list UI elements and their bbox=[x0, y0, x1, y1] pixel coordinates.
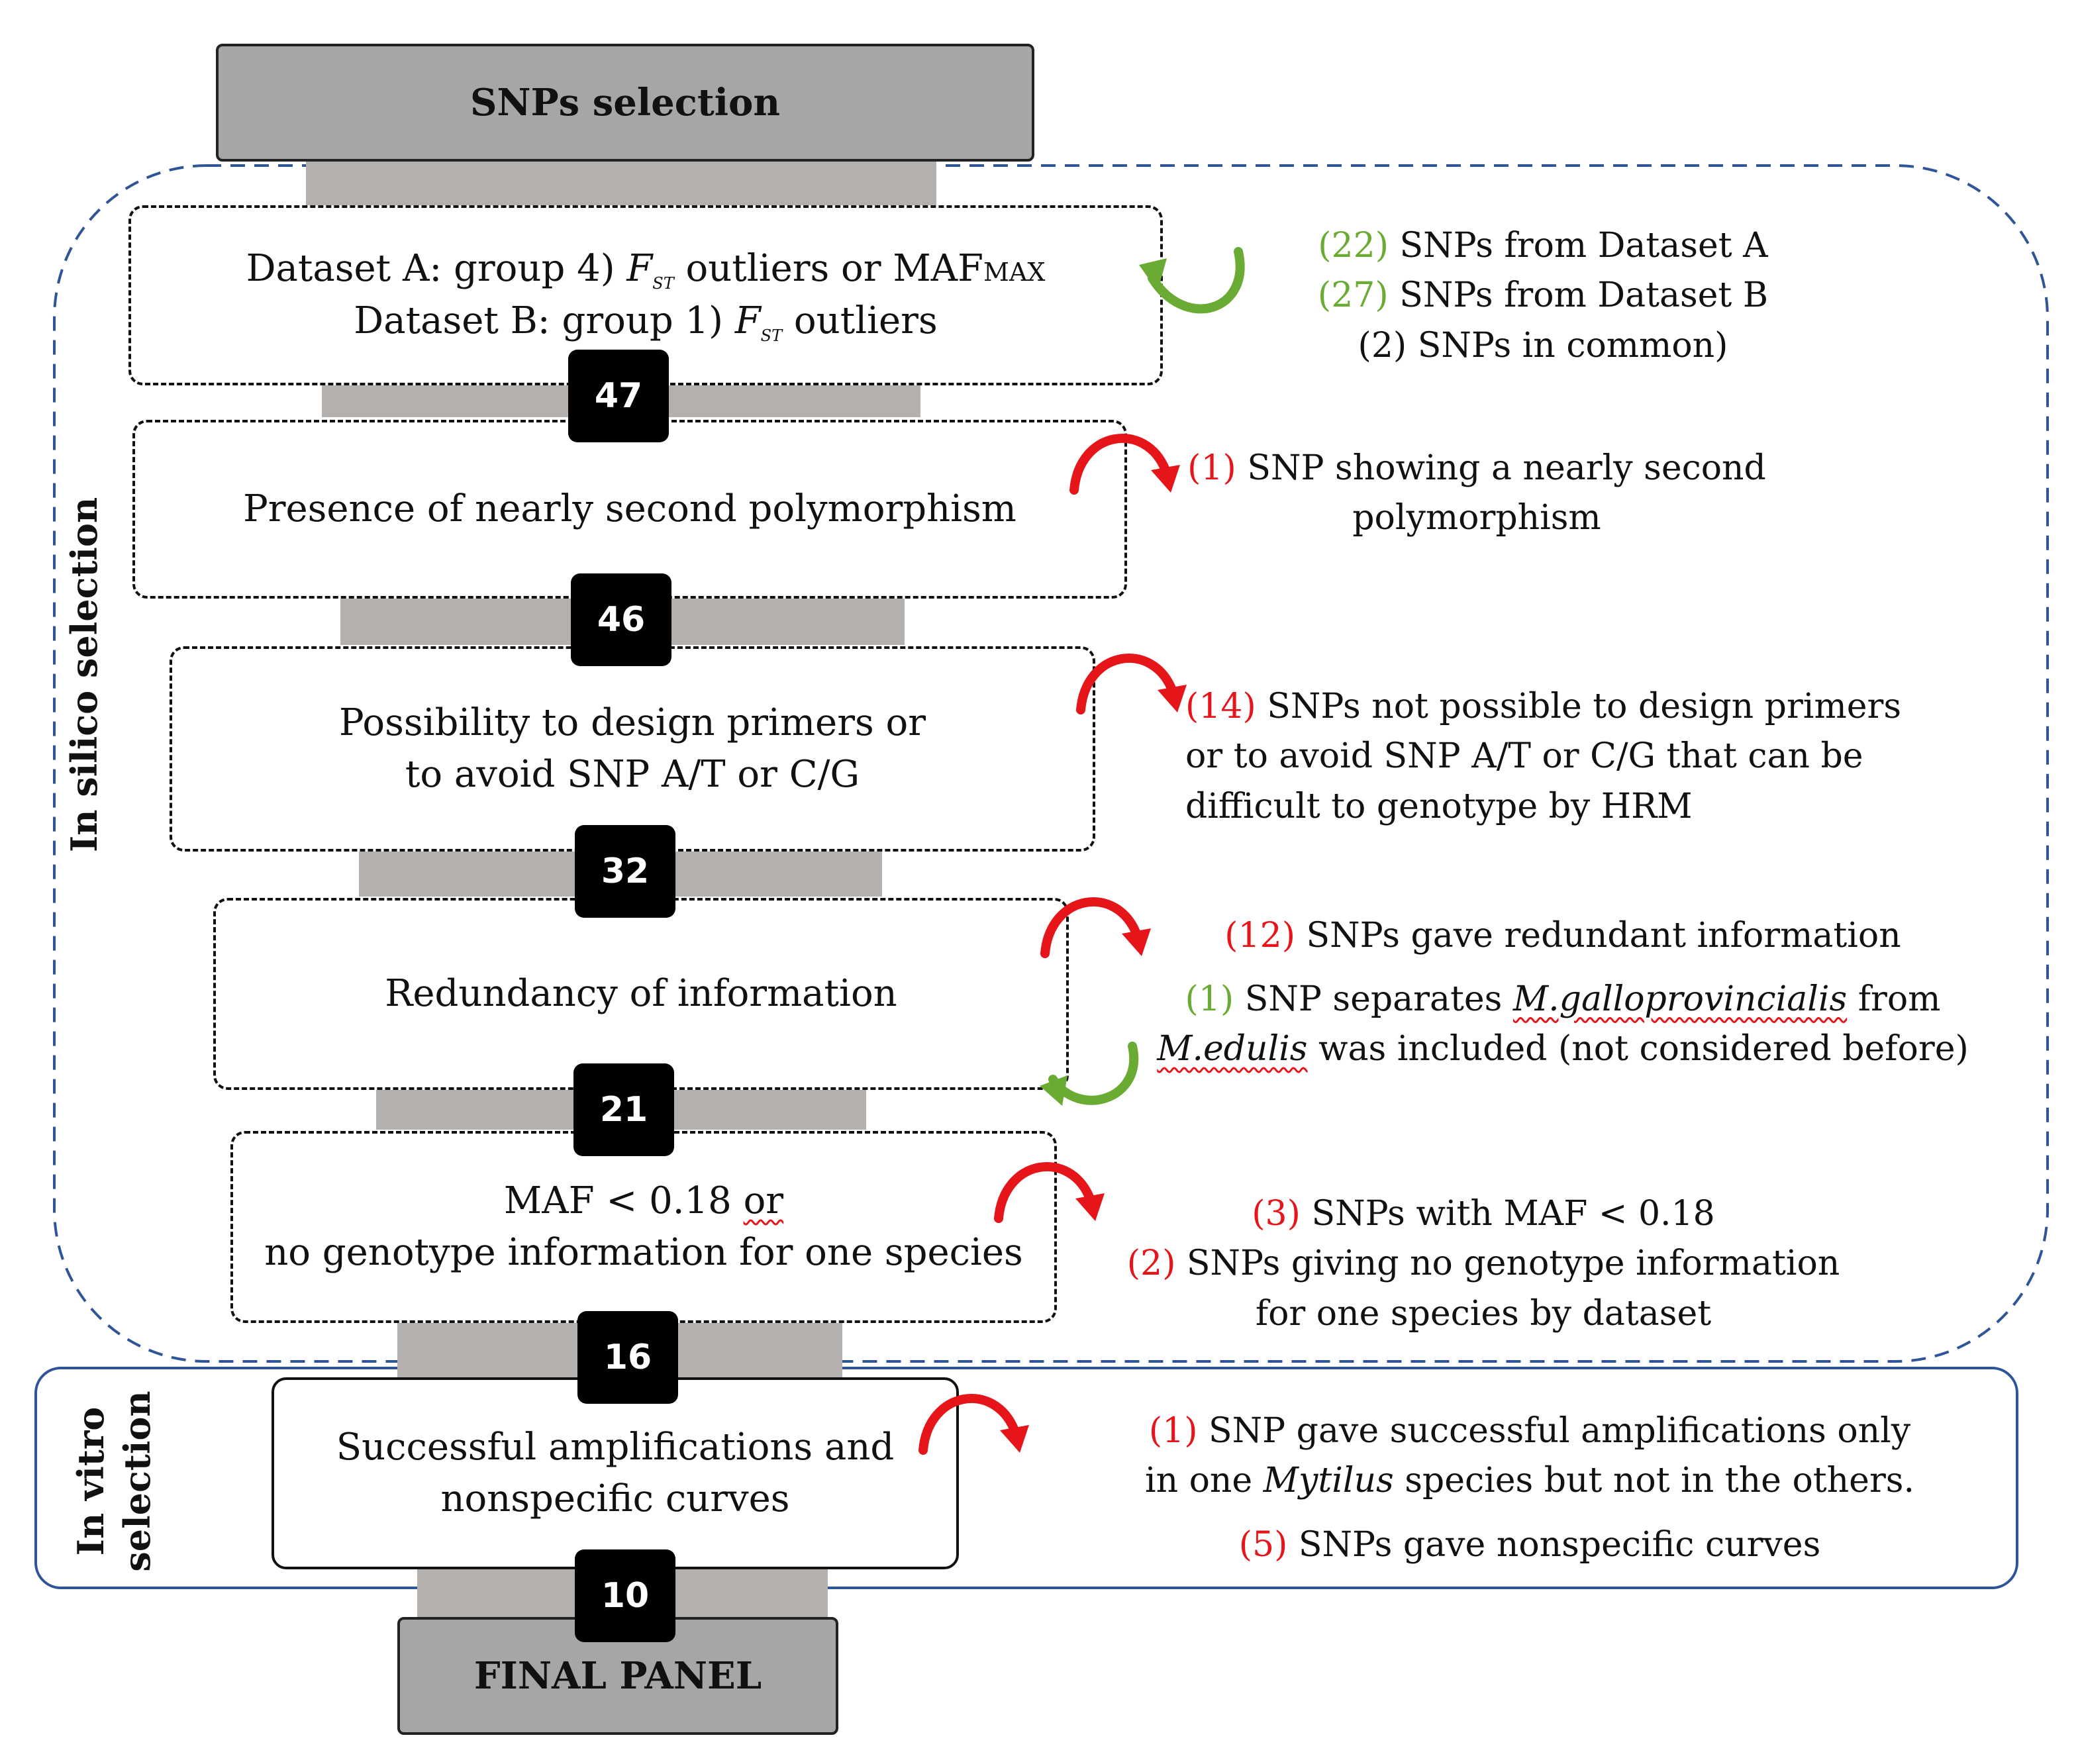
count-badge: 10 bbox=[575, 1549, 675, 1642]
note-step3: (14) SNPs not possible to design primers… bbox=[1185, 687, 1902, 826]
step-redundancy: Redundancy of information bbox=[213, 898, 1069, 1090]
final-panel-text: FINAL PANEL bbox=[473, 1654, 762, 1698]
title-box: SNPs selection bbox=[216, 44, 1034, 162]
count-badge: 21 bbox=[573, 1063, 674, 1156]
note-step6-nonspecific: (5) SNPs gave nonspecific curves bbox=[1238, 1525, 1821, 1565]
step-in-vitro: Successful amplifications and nonspecifi… bbox=[272, 1377, 959, 1569]
funnel-connector bbox=[306, 162, 936, 207]
green-add-arrow-icon bbox=[1139, 247, 1245, 314]
in-vitro-label: In vitro selection bbox=[70, 1391, 158, 1572]
note-step6: (1) SNP gave successful amplifications o… bbox=[1144, 1411, 1915, 1501]
step-second-polymorphism: Presence of nearly second polymorphism bbox=[132, 420, 1127, 599]
green-add-arrow-icon bbox=[1040, 1042, 1139, 1106]
note-step2: (1) SNP showing a nearly second polymorp… bbox=[1187, 448, 1766, 538]
red-remove-arrow-icon bbox=[1076, 654, 1187, 714]
step-maf-filter: MAF < 0.18 or no genotype information fo… bbox=[230, 1131, 1057, 1323]
red-remove-arrow-icon bbox=[918, 1394, 1029, 1455]
step-primer-design: Possibility to design primers or to avoi… bbox=[170, 646, 1095, 852]
in-silico-label: In silico selection bbox=[63, 497, 105, 852]
in-vitro-region bbox=[34, 1367, 2018, 1589]
note-step1: (22) SNPs from Dataset A (27) SNPs from … bbox=[1317, 226, 1769, 366]
note-step4: (12) SNPs gave redundant information bbox=[1224, 916, 1901, 956]
count-badge: 46 bbox=[571, 573, 671, 666]
count-badge: 16 bbox=[577, 1311, 678, 1404]
red-remove-arrow-icon bbox=[1069, 434, 1180, 495]
red-remove-arrow-icon bbox=[1040, 897, 1151, 958]
step1-line1: Dataset A: group 4) FST outliers or MAFM… bbox=[246, 247, 1046, 293]
count-badge: 47 bbox=[568, 350, 669, 442]
title-text: SNPs selection bbox=[470, 81, 781, 124]
note-step5: (3) SNPs with MAF < 0.18 (2) SNPs giving… bbox=[1126, 1194, 1840, 1334]
red-remove-arrow-icon bbox=[994, 1162, 1105, 1223]
step1-line2: Dataset B: group 1) FST outliers bbox=[354, 299, 938, 346]
count-badge: 32 bbox=[575, 825, 675, 918]
note-step4-added: (1) SNP separates M.galloprovincialis fr… bbox=[1157, 979, 1969, 1069]
